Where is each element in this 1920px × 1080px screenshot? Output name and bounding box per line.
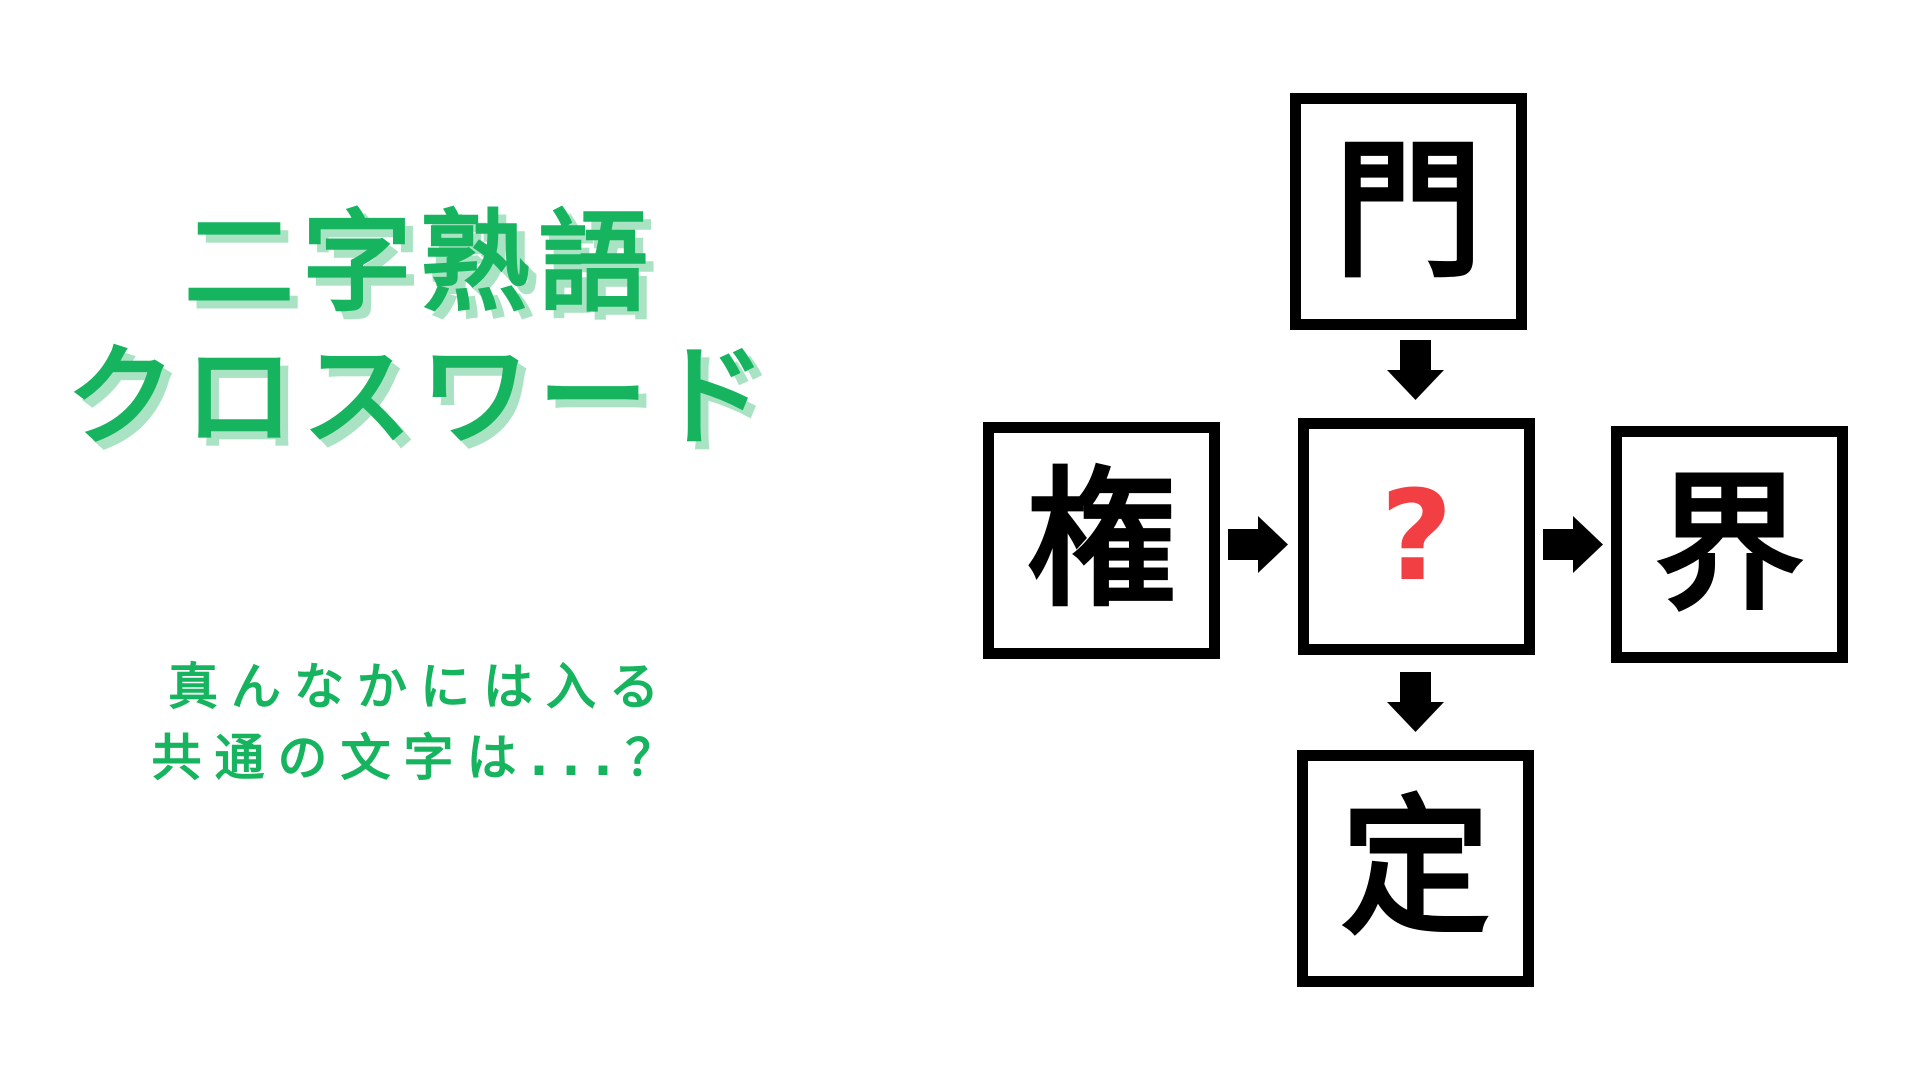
kanji-left: 権 <box>1026 453 1177 628</box>
arrow-down-icon <box>1387 340 1444 400</box>
arrow-down-icon <box>1387 672 1444 732</box>
subtitle-line-1: 真んなかには入る <box>168 658 672 716</box>
arrow-right-icon <box>1543 516 1603 573</box>
title-line-1: 二字熟語 <box>184 199 656 327</box>
puzzle-cell-right: 界 <box>1611 426 1848 663</box>
kanji-bottom: 定 <box>1340 781 1491 956</box>
page-title: 二字熟語 クロスワード <box>0 196 840 464</box>
puzzle-question-text: 真んなかには入る 共通の文字は...？ <box>0 652 840 794</box>
question-mark: ? <box>1380 464 1453 609</box>
puzzle-cell-center-blank: ? <box>1298 418 1535 655</box>
arrow-right-icon <box>1228 516 1288 573</box>
puzzle-cell-top: 門 <box>1290 93 1527 330</box>
puzzle-cell-left: 権 <box>983 422 1220 659</box>
puzzle-cell-bottom: 定 <box>1297 750 1534 987</box>
subtitle-line-2: 共通の文字は...？ <box>151 729 689 787</box>
kanji-top: 門 <box>1333 124 1484 299</box>
kanji-right: 界 <box>1654 457 1805 632</box>
title-line-2: クロスワード <box>66 333 774 462</box>
